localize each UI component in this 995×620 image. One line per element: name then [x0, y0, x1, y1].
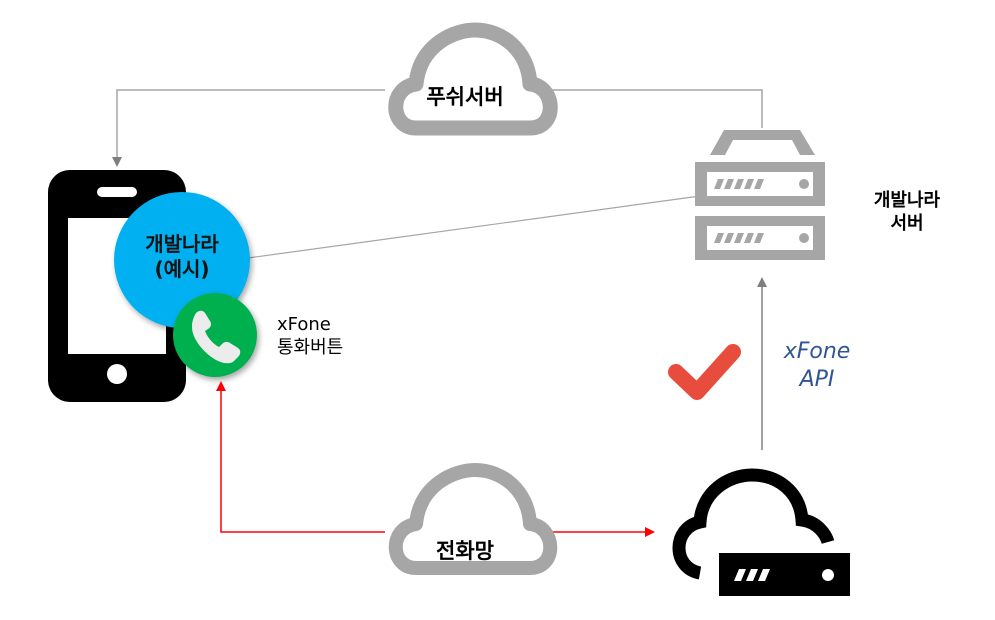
api-label: xFone API — [762, 338, 872, 393]
app-bubble-line1: 개발나라 — [145, 232, 219, 256]
call-button-label: xFone 통화버튼 — [277, 314, 343, 359]
push-server-label: 푸쉬서버 — [426, 85, 504, 109]
phone-handset-icon — [192, 310, 241, 364]
edge-network-to-callbutton — [216, 381, 385, 533]
api-line2: API — [799, 366, 835, 392]
call-button-line1: xFone — [277, 314, 331, 335]
edge-push-to-phone — [112, 89, 385, 167]
call-button-icon[interactable] — [173, 293, 257, 377]
call-button-line2: 통화버튼 — [277, 336, 344, 358]
app-bubble-label: 개발나라 (예시) — [117, 232, 247, 282]
dev-server-icon — [695, 130, 825, 260]
dev-server-line2: 서버 — [890, 212, 924, 234]
check-icon — [668, 344, 741, 400]
edge-app-to-server — [247, 195, 701, 259]
dev-server-label: 개발나라 서버 — [852, 190, 962, 235]
push-server-cloud-icon — [388, 22, 558, 136]
cloud-server-icon — [672, 468, 850, 596]
phone-network-label: 전화망 — [436, 539, 494, 563]
api-line1: xFone — [783, 339, 851, 364]
dev-server-line1: 개발나라 — [873, 190, 941, 211]
connectors — [112, 89, 767, 537]
phone-network-cloud-icon — [388, 463, 558, 575]
edge-server-to-push — [545, 89, 763, 128]
app-bubble-line2: (예시) — [154, 257, 210, 281]
